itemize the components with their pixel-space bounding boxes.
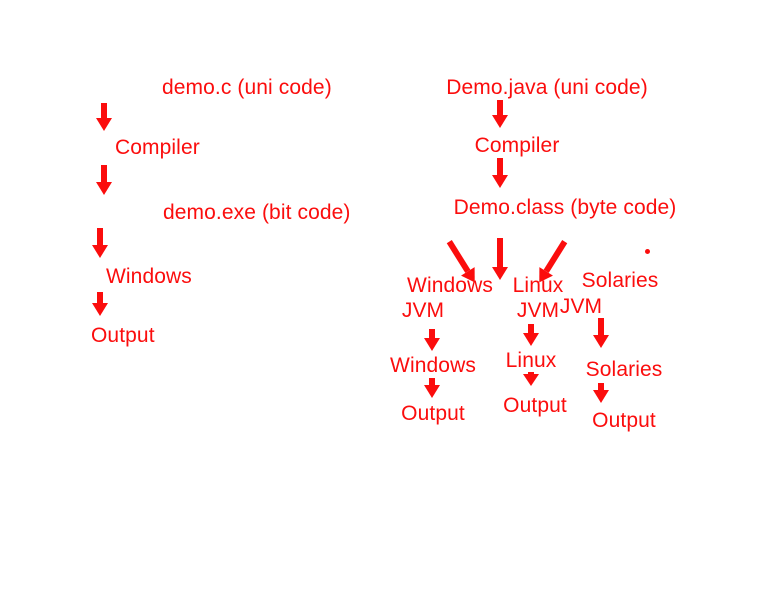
node-windows-os: Windows [390,354,476,377]
diagonal-arrow-icon [442,237,481,286]
node-linux-output: Output [503,394,567,417]
down-arrow-icon [492,238,508,280]
node-windows-output: Output [401,402,465,425]
down-arrow-icon [523,372,539,386]
node-linux-jvm-line2: JVM [516,299,560,322]
down-arrow-icon [593,383,609,403]
down-arrow-icon [96,103,112,131]
down-arrow-icon [593,318,609,348]
node-c-exe: demo.exe (bit code) [163,201,351,224]
node-windows-jvm-line2: JVM [401,299,445,322]
node-solaries-output: Output [592,409,656,432]
node-solaries-jvm-line1: Solaries [581,269,659,292]
node-solaries-jvm-line2: JVM [559,295,603,318]
node-solaries-os: Solaries [585,358,663,381]
down-arrow-icon [492,158,508,188]
node-c-output: Output [91,324,155,347]
node-linux-jvm-line1: Linux [512,274,564,297]
node-c-platform-windows: Windows [106,265,192,288]
node-c-source: demo.c (uni code) [162,76,332,99]
node-c-compiler: Compiler [115,136,200,159]
diagonal-arrow-icon [532,237,571,286]
node-java-compiler: Compiler [474,134,560,157]
down-arrow-icon [424,378,440,398]
down-arrow-icon [492,100,508,128]
down-arrow-icon [96,165,112,195]
node-linux-os: Linux [505,349,557,372]
down-arrow-icon [92,228,108,258]
down-arrow-icon [92,292,108,316]
down-arrow-icon [523,324,539,346]
stray-dot [645,249,650,254]
node-java-source: Demo.java (uni code) [446,76,648,99]
down-arrow-icon [424,329,440,351]
node-java-class: Demo.class (byte code) [453,196,677,219]
